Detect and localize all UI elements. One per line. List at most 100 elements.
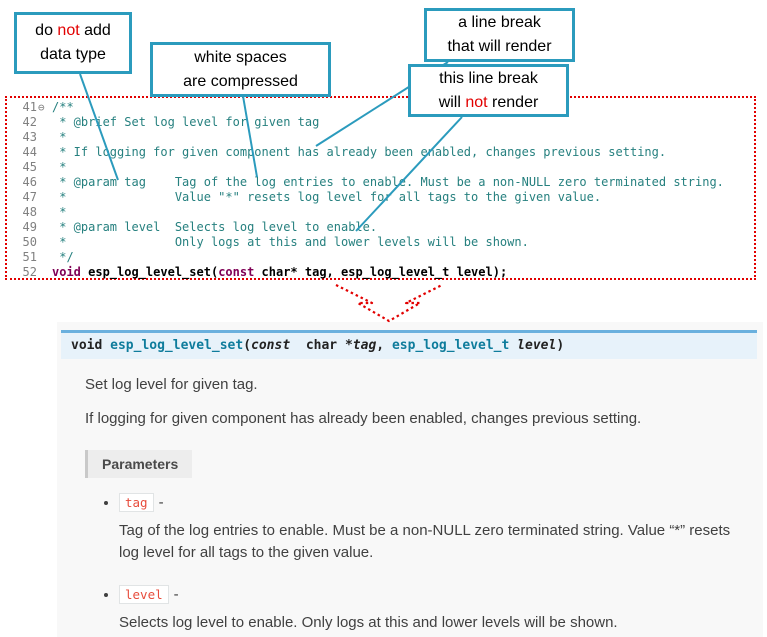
param-head: tag-	[119, 493, 739, 512]
code-segment: *	[52, 130, 67, 144]
code-segment: */	[52, 250, 74, 264]
code-line: 49 * @param level Selects log level to e…	[11, 220, 754, 235]
code-editor: 41⊖/**42 * @brief Set log level for give…	[5, 96, 756, 280]
code-lines: 41⊖/**42 * @brief Set log level for give…	[11, 100, 754, 280]
callout-break-norender: this line break will not render	[408, 64, 569, 117]
callout-text: white spaces	[194, 48, 287, 66]
sig-function-name: esp_log_level_set	[110, 338, 244, 353]
line-number: 45	[22, 160, 37, 174]
callout-no-datatype: do not add data type	[14, 12, 132, 74]
line-number: 51	[22, 250, 37, 264]
parameters-list: tag- Tag of the log entries to enable. M…	[85, 493, 739, 634]
callout-break-render: a line break that will render	[424, 8, 575, 62]
sig-return-type: void	[71, 338, 111, 353]
line-number: 43	[22, 130, 37, 144]
fold-gutter	[37, 235, 52, 250]
param-item-tag: tag- Tag of the log entries to enable. M…	[119, 493, 739, 564]
param-name-literal: level	[119, 585, 169, 605]
sig-const-keyword: const	[251, 338, 291, 353]
callout-text: a line break	[458, 14, 541, 31]
sig-close-paren: )	[556, 338, 565, 353]
code-text: * If logging for given component has alr…	[52, 145, 666, 160]
code-line: 48 *	[11, 205, 754, 220]
code-line: 43 *	[11, 130, 754, 145]
code-line: 50 * Only logs at this and lower levels …	[11, 235, 754, 250]
code-segment: *	[52, 160, 67, 174]
code-text: */	[52, 250, 74, 265]
line-number: 52	[22, 265, 37, 279]
doc-detail: If logging for given component has alrea…	[85, 410, 642, 427]
sig-text: ,	[376, 338, 392, 353]
code-text: * Value "*" resets log level for all tag…	[52, 190, 601, 205]
code-segment: *	[52, 205, 67, 219]
code-text: * @brief Set log level for given tag	[52, 115, 319, 130]
callout-text: data type	[40, 46, 106, 63]
fold-gutter	[37, 190, 52, 205]
code-line: 44 * If logging for given component has …	[11, 145, 754, 160]
code-line: 52 void esp_log_level_set(const char* tag…	[11, 265, 754, 280]
doc-brief: Set log level for given tag.	[85, 376, 258, 393]
sig-text: char *	[290, 338, 353, 353]
param-dash: -	[173, 586, 179, 604]
callout-text: this line break	[439, 69, 538, 87]
code-line: 46 * @param tag Tag of the log entries t…	[11, 175, 754, 190]
param-dash: -	[158, 494, 164, 511]
code-text: * @param tag Tag of the log entries to e…	[52, 175, 724, 190]
line-number: 44	[22, 145, 37, 159]
line-number: 47	[22, 190, 37, 204]
param-head: level-	[119, 585, 739, 605]
flow-arrow-icon	[335, 284, 443, 323]
code-segment: void	[52, 265, 81, 279]
code-segment: /**	[52, 100, 74, 114]
callout-whitespace: white spaces are compressed	[150, 42, 331, 97]
fold-collapse-icon[interactable]: ⊖	[38, 101, 45, 114]
line-number: 41	[22, 100, 37, 114]
fold-gutter	[37, 220, 52, 235]
sig-param-level: level	[517, 338, 557, 353]
code-line: 47 * Value "*" resets log level for all …	[11, 190, 754, 205]
code-segment: * @brief Set log level for given tag	[52, 115, 320, 129]
callout-text: will not render	[438, 93, 539, 111]
code-text: * @param level Selects log level to enab…	[52, 220, 377, 235]
sig-param-tag: tag	[352, 338, 377, 353]
doc-body: Set log level for given tag. If logging …	[57, 376, 763, 634]
line-number: 46	[22, 175, 37, 189]
fold-gutter	[37, 115, 52, 130]
code-segment: esp_log_level_set(	[80, 265, 219, 279]
code-line: 45 *	[11, 160, 754, 175]
fold-gutter	[37, 175, 52, 190]
code-text: /**	[52, 100, 74, 115]
parameters-header: Parameters	[85, 450, 193, 478]
code-text: * Only logs at this and lower levels wil…	[52, 235, 529, 250]
sig-type-link[interactable]: esp_log_level_t	[391, 338, 510, 353]
fold-gutter	[37, 145, 52, 160]
code-text: void esp_log_level_set(const char* tag, …	[52, 265, 507, 280]
fold-gutter	[37, 130, 52, 145]
code-text: *	[52, 130, 66, 145]
param-item-level: level- Selects log level to enable. Only…	[119, 585, 739, 634]
code-text: *	[52, 205, 66, 220]
code-segment: * @param tag Tag of the log entries to e…	[52, 175, 724, 189]
line-number: 48	[22, 205, 37, 219]
param-description: Selects log level to enable. Only logs a…	[119, 614, 618, 632]
callout-text: are compressed	[183, 72, 298, 90]
fold-gutter	[37, 205, 52, 220]
function-signature: void esp_log_level_set(const char *tag, …	[61, 330, 757, 359]
line-number: 50	[22, 235, 37, 249]
fold-gutter	[37, 250, 52, 265]
sig-text	[509, 338, 517, 353]
code-segment: char* tag, esp_log_level_t level);	[254, 265, 508, 279]
code-segment: * @param level Selects log level to enab…	[52, 220, 378, 234]
callout-text: do not add	[35, 22, 111, 39]
code-line: 41⊖ /**	[11, 100, 754, 115]
line-number: 42	[22, 115, 37, 129]
code-line: 42 * @brief Set log level for given tag	[11, 115, 754, 130]
line-number: 49	[22, 220, 37, 234]
fold-gutter	[37, 160, 52, 175]
sig-open-paren: (	[243, 338, 252, 353]
code-segment: * Value "*" resets log level for all tag…	[52, 190, 602, 204]
param-name-literal: tag	[119, 493, 154, 512]
code-line: 51 */	[11, 250, 754, 265]
fold-gutter	[37, 265, 52, 280]
